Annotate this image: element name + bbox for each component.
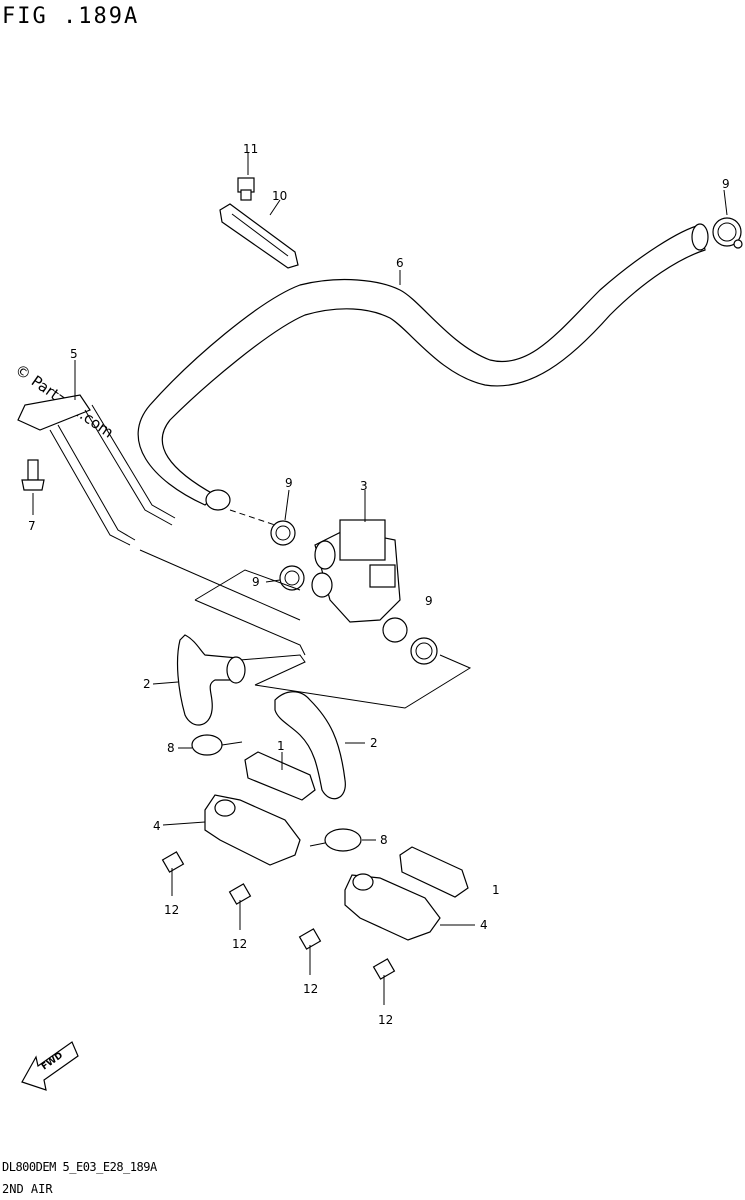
- hose-2-left-end: [226, 656, 246, 684]
- callout-12-a: 12: [164, 903, 179, 917]
- bolt-11[interactable]: [237, 177, 255, 201]
- callout-7: 7: [28, 519, 36, 533]
- bolt-12-c[interactable]: [298, 928, 322, 975]
- hose-2-right[interactable]: [274, 691, 346, 800]
- callout-4-left: 4: [153, 819, 161, 833]
- clamp-8-right[interactable]: [309, 828, 362, 852]
- clamp-9-a[interactable]: [270, 520, 296, 546]
- fwd-arrow-icon: FWD: [21, 1041, 79, 1091]
- figure-name: 2ND AIR: [2, 1182, 53, 1196]
- callout-9-c: 9: [425, 594, 433, 608]
- valve-3[interactable]: [311, 519, 408, 643]
- hose-6[interactable]: [137, 224, 706, 506]
- cover-4-right[interactable]: [344, 873, 441, 941]
- bracket-10[interactable]: [219, 203, 299, 269]
- callout-3: 3: [360, 479, 368, 493]
- callout-2-right: 2: [370, 736, 378, 750]
- clamp-9-top[interactable]: [712, 217, 743, 249]
- callout-12-d: 12: [378, 1013, 393, 1027]
- callout-4-right: 4: [480, 918, 488, 932]
- bolt-7[interactable]: [21, 459, 45, 491]
- callout-8-left: 8: [167, 741, 175, 755]
- callout-8-right: 8: [380, 833, 388, 847]
- clamp-9-b[interactable]: [279, 565, 305, 591]
- callout-1-left: 1: [277, 739, 285, 753]
- callout-1-right: 1: [492, 883, 500, 897]
- bolt-12-a[interactable]: [161, 851, 185, 896]
- callout-5: 5: [70, 347, 78, 361]
- hose-2-left[interactable]: [176, 634, 241, 726]
- callout-12-c: 12: [303, 982, 318, 996]
- hose-6-end-left: [205, 489, 231, 511]
- figure-title: FIG .189A: [2, 4, 140, 29]
- callout-9-top: 9: [722, 177, 730, 191]
- cover-4-left[interactable]: [204, 794, 301, 866]
- bolt-12-b[interactable]: [228, 883, 252, 930]
- callout-10: 10: [272, 189, 287, 203]
- callout-11: 11: [243, 142, 258, 156]
- callout-6: 6: [396, 256, 404, 270]
- reed-valve-1-left[interactable]: [244, 751, 316, 801]
- callout-2-left: 2: [143, 677, 151, 691]
- clamp-8-left[interactable]: [191, 734, 243, 756]
- reed-valve-1-right[interactable]: [399, 846, 469, 898]
- clamp-9-c[interactable]: [410, 637, 438, 665]
- callout-12-b: 12: [232, 937, 247, 951]
- hose-6-end-right: [691, 223, 709, 251]
- callout-9-a: 9: [285, 476, 293, 490]
- pipe-5[interactable]: [17, 394, 176, 546]
- figure-code: DL800DEM 5_E03_E28_189A: [2, 1160, 157, 1174]
- callout-9-b: 9: [252, 575, 260, 589]
- bolt-12-d[interactable]: [372, 958, 396, 1005]
